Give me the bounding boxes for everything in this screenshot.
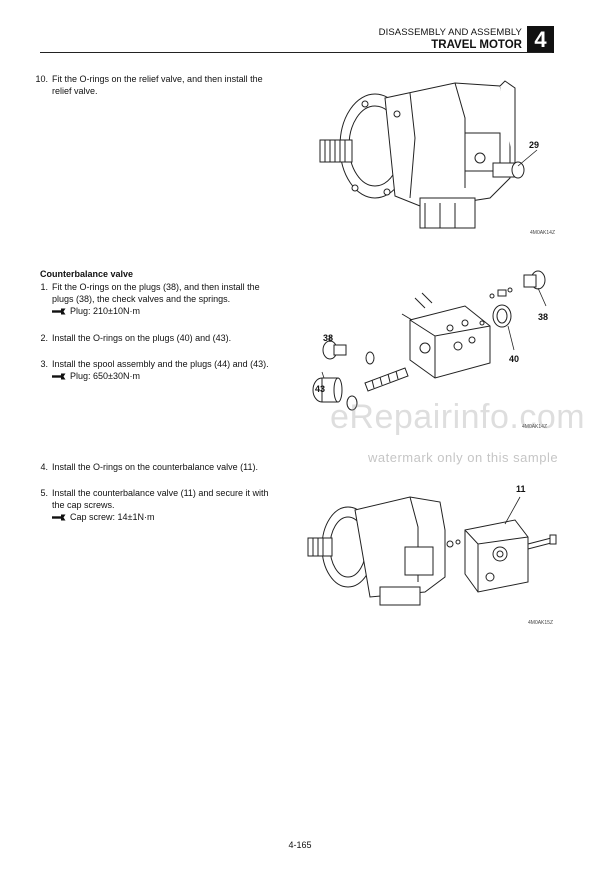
callout-38-right: 38 bbox=[538, 312, 549, 322]
watermark-text: eRepairinfo.com bbox=[330, 398, 586, 436]
header-section-label: DISASSEMBLY AND ASSEMBLY bbox=[378, 27, 522, 38]
step-1: 1. Fit the O-rings on the plugs (38), and… bbox=[30, 281, 300, 317]
step-number: 4. bbox=[40, 462, 48, 472]
torque-value: Cap screw: 14±1N·m bbox=[70, 512, 155, 522]
step-number: 5. bbox=[40, 488, 48, 498]
step-text: Fit the O-rings on the relief valve, and… bbox=[52, 74, 263, 84]
step-10: 10. Fit the O-rings on the relief valve, … bbox=[30, 73, 300, 97]
page-number: 4-165 bbox=[288, 840, 312, 850]
step-number: 2. bbox=[40, 333, 48, 343]
figure-counterbalance-install: 11 4M0AK15Z bbox=[300, 482, 570, 627]
counterbalance-install-illustration bbox=[307, 496, 557, 606]
callout-40: 40 bbox=[509, 354, 520, 364]
callout-29: 29 bbox=[529, 140, 540, 150]
figure-code: 4M0AK14Z bbox=[530, 230, 556, 236]
wrench-icon bbox=[52, 514, 66, 520]
step-text-continued: the cap screws. bbox=[52, 500, 115, 510]
figure-code: 4M0AK15Z bbox=[528, 620, 554, 626]
figure-relief-valve: 29 4M0AK14Z bbox=[315, 78, 565, 238]
torque-value: Plug: 650±30N·m bbox=[70, 371, 140, 381]
step-3: 3. Install the spool assembly and the plu… bbox=[30, 358, 300, 382]
step-text: Install the O-rings on the plugs (40) an… bbox=[52, 333, 232, 343]
step-4: 4. Install the O-rings on the counterbala… bbox=[30, 461, 300, 473]
step-text-continued: plugs (38), the check valves and the spr… bbox=[52, 294, 231, 304]
step-number: 10. bbox=[35, 74, 48, 84]
step-text: Fit the O-rings on the plugs (38), and t… bbox=[52, 282, 260, 292]
callout-38-left: 38 bbox=[323, 333, 334, 343]
header-rule bbox=[40, 52, 552, 53]
step-text-continued: relief valve. bbox=[52, 86, 98, 96]
wrench-icon bbox=[52, 373, 66, 379]
figure-counterbalance-exploded: 38 40 38 43 4M0AK14Z bbox=[310, 268, 570, 438]
step-text: Install the counterbalance valve (11) an… bbox=[52, 488, 269, 498]
step-2: 2. Install the O-rings on the plugs (40) … bbox=[30, 332, 300, 344]
callout-43: 43 bbox=[315, 384, 326, 394]
torque-value: Plug: 210±10N·m bbox=[70, 306, 140, 316]
chapter-number-box: 4 bbox=[527, 26, 554, 53]
figure-code: 4M0AK14Z bbox=[522, 424, 548, 430]
torque-spec: Cap screw: 14±1N·m bbox=[30, 511, 300, 523]
travel-motor-illustration bbox=[319, 80, 538, 229]
chapter-number: 4 bbox=[534, 26, 547, 52]
torque-spec: Plug: 650±30N·m bbox=[30, 370, 300, 382]
header-title: TRAVEL MOTOR bbox=[431, 39, 522, 51]
torque-spec: Plug: 210±10N·m bbox=[30, 305, 300, 317]
step-number: 3. bbox=[40, 359, 48, 369]
step-text: Install the O-rings on the counterbalanc… bbox=[52, 462, 258, 472]
counterbalance-exploded-illustration bbox=[312, 270, 547, 411]
wrench-icon bbox=[52, 308, 66, 314]
step-text: Install the spool assembly and the plugs… bbox=[52, 359, 269, 369]
step-number: 1. bbox=[40, 282, 48, 292]
callout-11: 11 bbox=[516, 484, 526, 494]
section-heading: Counterbalance valve bbox=[40, 269, 134, 279]
step-5: 5. Install the counterbalance valve (11) … bbox=[30, 487, 300, 523]
watermark-subtext: watermark only on this sample bbox=[368, 450, 559, 465]
